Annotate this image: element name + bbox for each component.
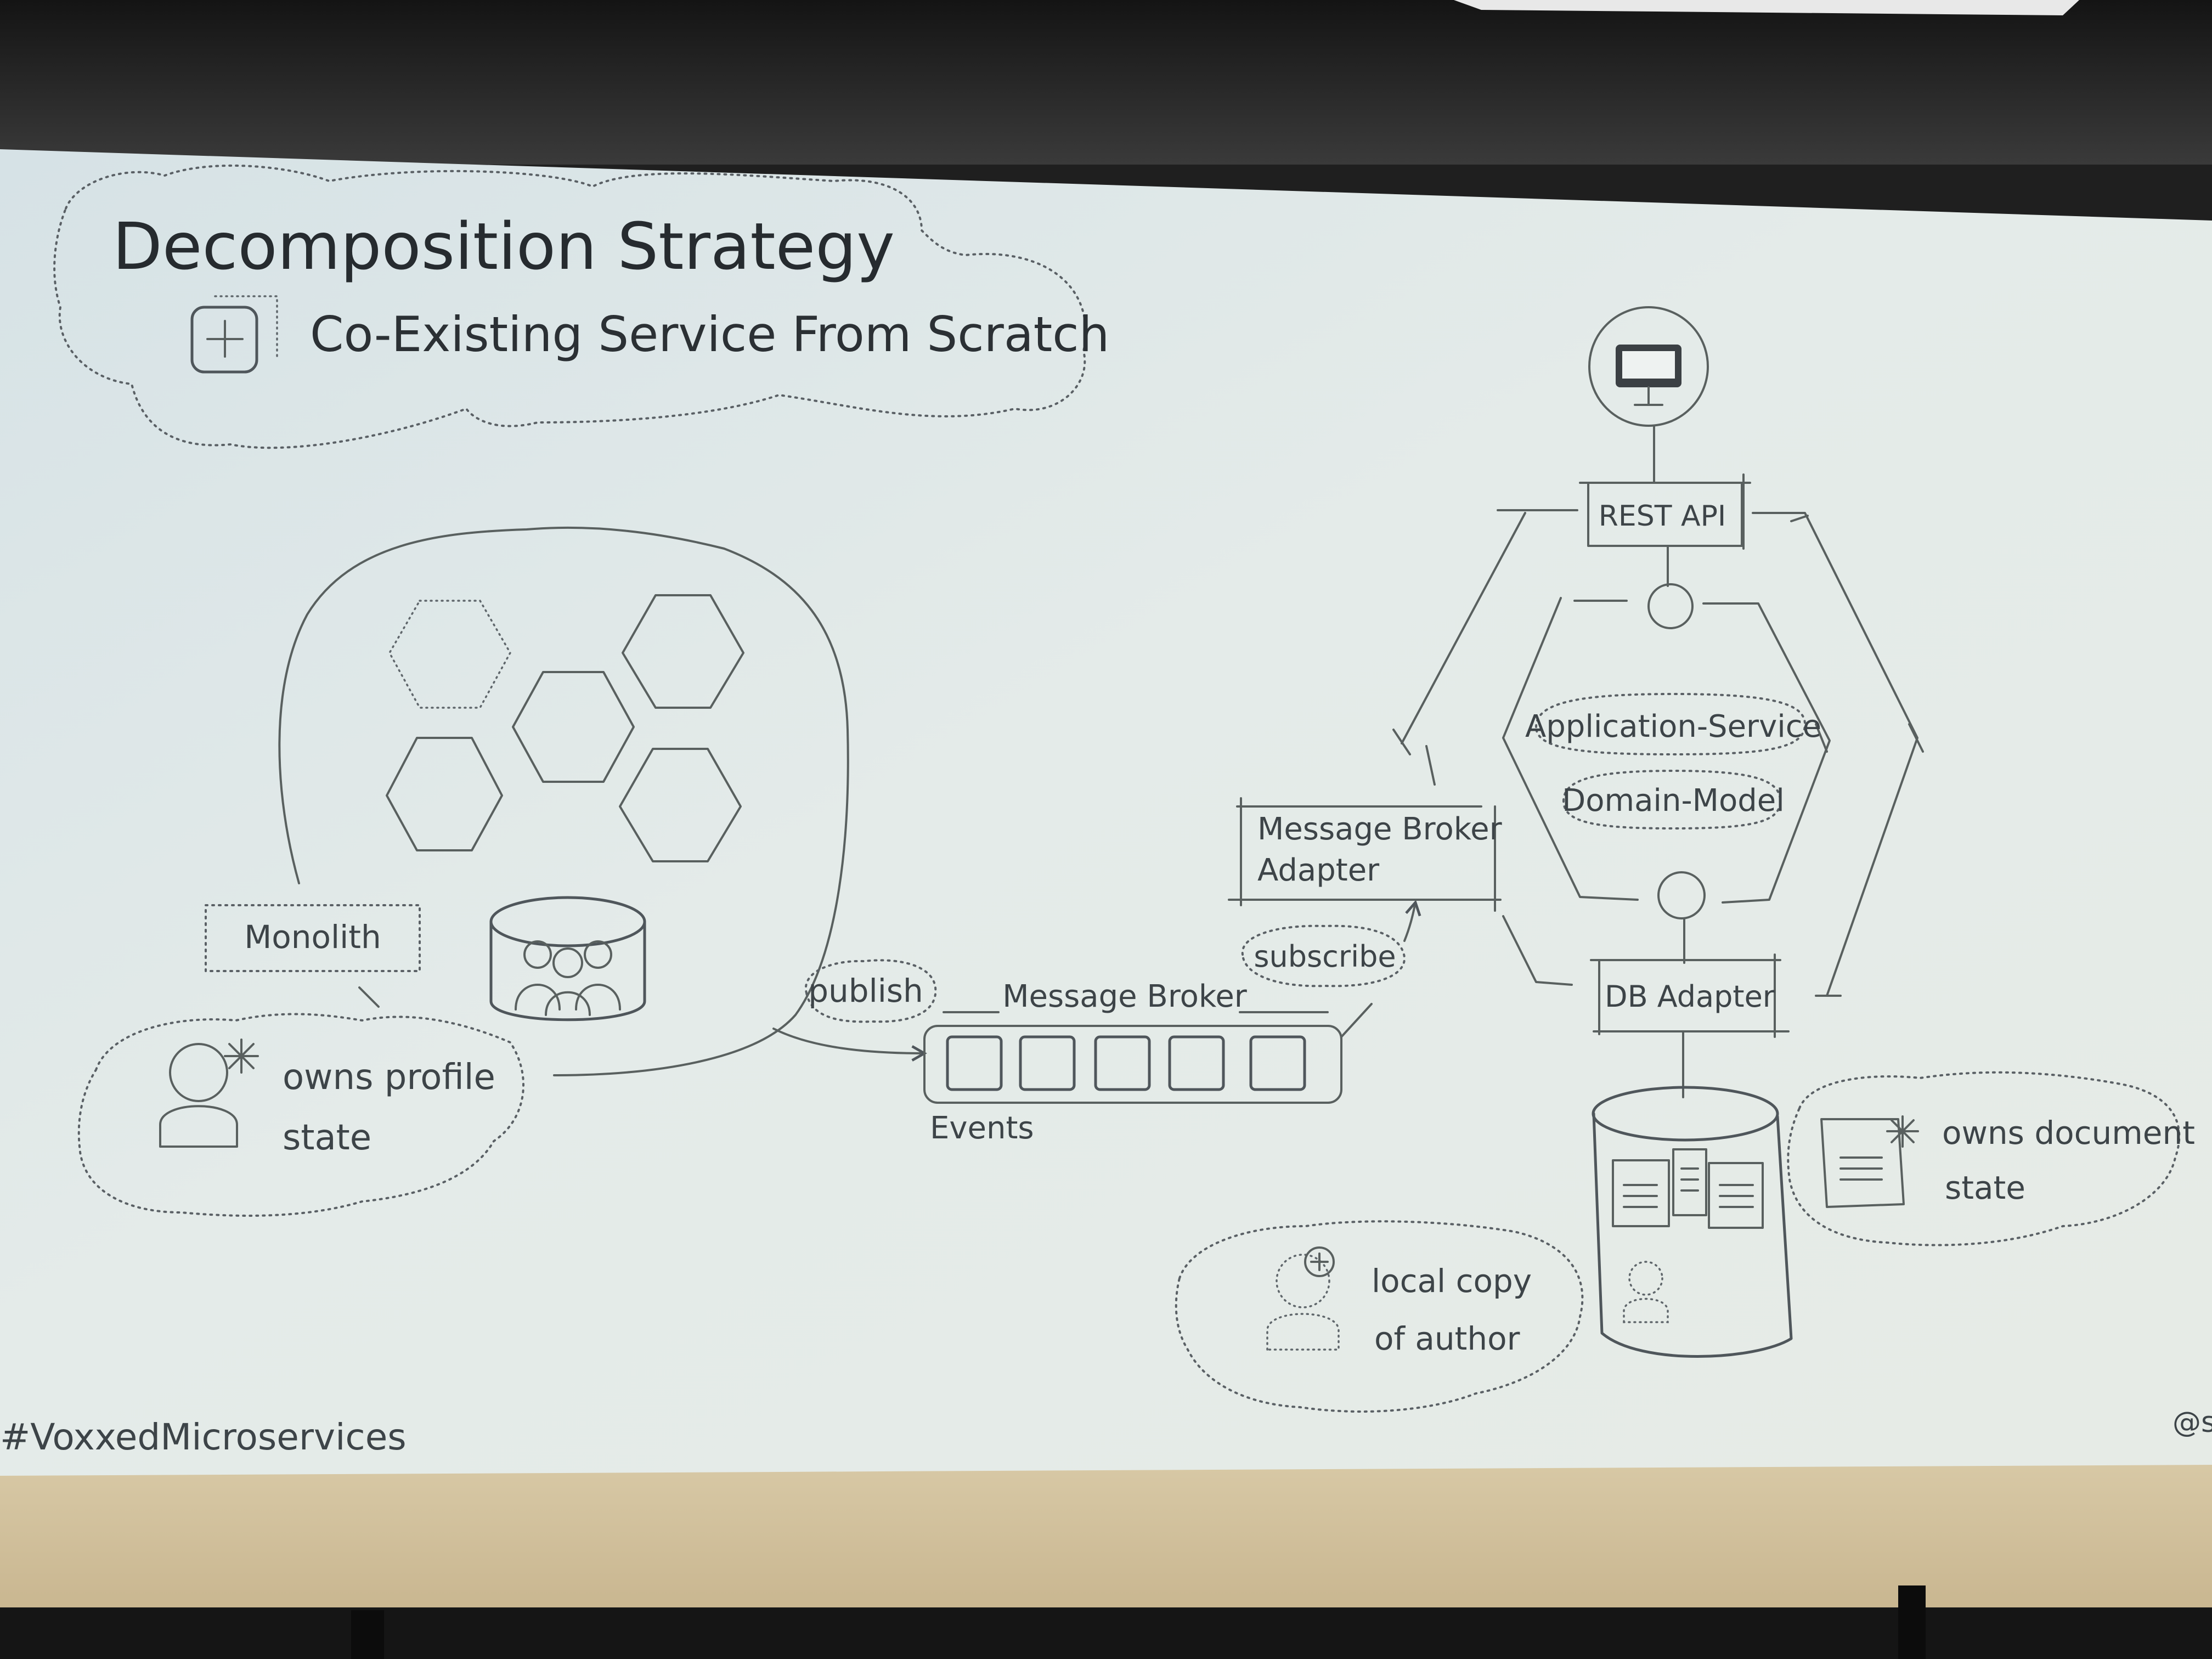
- hex-service-3: [386, 737, 503, 851]
- hex-service-1: [622, 594, 744, 709]
- document-database-icon: [1592, 1086, 1793, 1358]
- author-note-line2: of author: [1374, 1320, 1520, 1357]
- domain-model-label: Domain-Model: [1562, 783, 1785, 819]
- event-slot-3: [1094, 1035, 1151, 1091]
- publish-arrow: [772, 1028, 927, 1062]
- ceiling-light: [1454, 0, 2079, 15]
- stand-leg-left: [351, 1610, 384, 1659]
- message-broker-label: Message Broker: [1002, 979, 1248, 1014]
- outer-hexagon-left: [1392, 509, 1578, 986]
- projection-screen: [0, 149, 2212, 1476]
- adapter-line2: Adapter: [1257, 853, 1380, 888]
- document-note-line2: state: [1945, 1169, 2025, 1206]
- publish-label: publish: [808, 972, 923, 1009]
- user-star-icon: [159, 1039, 259, 1148]
- monolith-note-pointer: [358, 986, 380, 1008]
- application-service-bubble: [1534, 692, 1807, 756]
- rest-api-port: [1647, 583, 1694, 629]
- outer-hexagon-right: [1752, 512, 1924, 997]
- team-database-icon: [489, 896, 646, 1022]
- author-note-cloud: [1175, 1220, 1584, 1413]
- monolith-label: Monolith: [244, 918, 381, 956]
- adapter-line1: Message Broker: [1257, 811, 1503, 847]
- add-service-icon: [190, 295, 278, 374]
- hex-service-4: [619, 748, 742, 862]
- event-slot-4: [1168, 1035, 1225, 1091]
- slide-handle: @s: [2172, 1406, 2212, 1439]
- hex-service-planned: [388, 600, 512, 709]
- subscribe-arrow: [1403, 900, 1421, 942]
- inner-hexagon: [1502, 597, 1831, 904]
- monolith-boundary: [278, 526, 849, 1076]
- title-cloud: [53, 164, 1087, 449]
- subscribe-bubble: [1241, 924, 1406, 988]
- document-note-cloud: [1787, 1071, 2181, 1246]
- ceiling: [0, 0, 2212, 165]
- rest-api-box-overstroke: [1579, 473, 1751, 550]
- document-note-line1: owns document: [1942, 1114, 2195, 1152]
- event-slot-5: [1249, 1035, 1306, 1091]
- floor-shadow: [0, 1607, 2212, 1659]
- db-adapter-box: [1590, 953, 1790, 1038]
- hex-service-2: [512, 671, 635, 783]
- message-broker-adapter-box: [1228, 797, 1502, 912]
- subscribe-label: subscribe: [1254, 939, 1396, 974]
- events-label: Events: [930, 1110, 1034, 1146]
- monolith-label-box: [205, 904, 421, 972]
- subscribe-connector: [1340, 1003, 1373, 1038]
- db-adapter-label: DB Adapter: [1605, 979, 1775, 1014]
- slide-hashtag: #VoxxedMicroservices: [0, 1416, 407, 1458]
- publish-bubble: [804, 959, 937, 1023]
- slide-title: Decomposition Strategy: [112, 208, 895, 284]
- stand-leg-right: [1898, 1585, 1926, 1659]
- db-port: [1657, 871, 1706, 919]
- user-plus-icon: [1266, 1246, 1340, 1351]
- profile-note-line1: owns profile: [283, 1057, 495, 1098]
- profile-note-line2: state: [283, 1118, 371, 1158]
- rest-api-label: REST API: [1599, 500, 1726, 533]
- client-monitor-icon: [1588, 306, 1709, 427]
- profile-note-cloud: [77, 1013, 524, 1217]
- message-broker-queue: [923, 1025, 1342, 1104]
- author-note-line1: local copy: [1372, 1262, 1532, 1300]
- event-slot-2: [1019, 1035, 1076, 1091]
- slide-subtitle: Co-Existing Service From Scratch: [310, 306, 1109, 363]
- event-slot-1: [946, 1035, 1003, 1091]
- document-star-icon: [1820, 1115, 1919, 1208]
- application-service-label: Application-Service: [1525, 709, 1821, 744]
